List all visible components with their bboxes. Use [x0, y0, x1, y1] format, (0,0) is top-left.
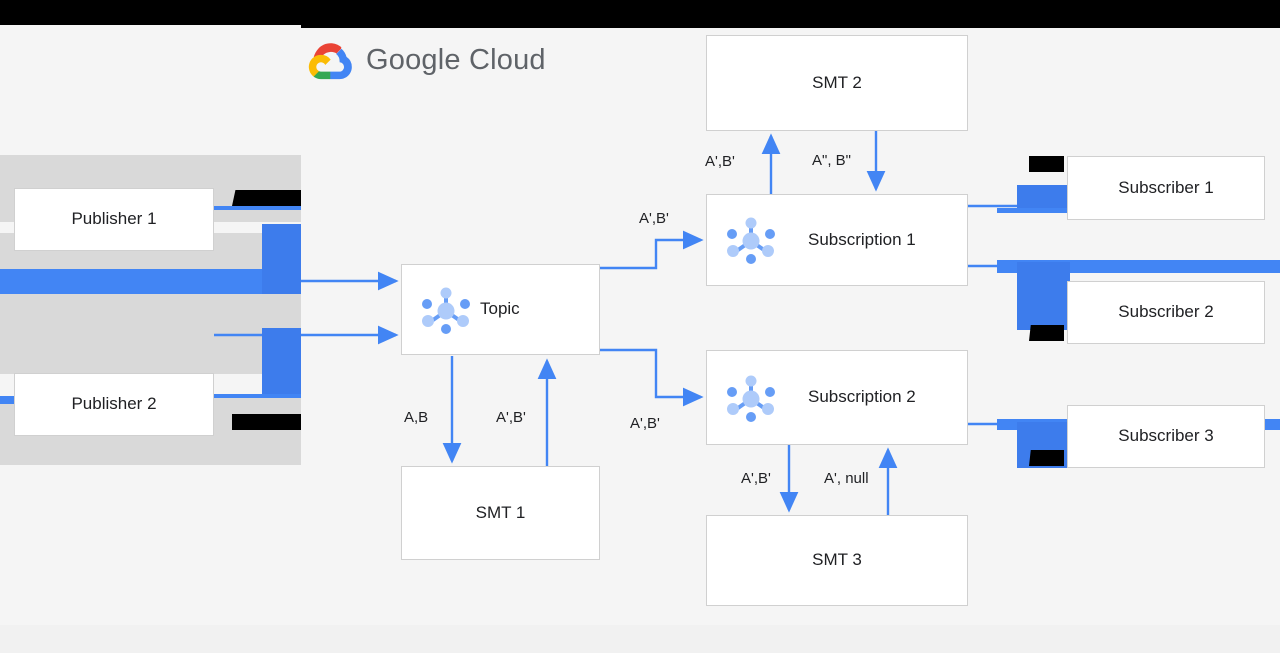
occluder-blue-block-sub2 — [1017, 262, 1070, 330]
google-cloud-logo-icon — [308, 43, 352, 80]
edge-label-topic-subscription2: A',B' — [630, 415, 660, 432]
redaction-bar-pub2 — [232, 414, 301, 430]
node-topic[interactable]: Topic — [401, 264, 600, 355]
brand-word-cloud: Cloud — [468, 43, 546, 76]
edge-label-smt1-topic: A',B' — [496, 409, 526, 426]
brand-word-google: Google — [366, 43, 461, 76]
redaction-bar-sub2 — [1029, 325, 1064, 341]
node-smt-1[interactable]: SMT 1 — [401, 466, 600, 560]
redaction-bar-pub1 — [232, 190, 301, 206]
node-subscription-1-label: Subscription 1 — [808, 229, 916, 249]
occluder-blue-line-sub1 — [997, 208, 1070, 213]
edge-topic-subscription2 — [600, 348, 704, 407]
node-publisher-1-label: Publisher 1 — [71, 209, 157, 229]
edge-label-subscription2-smt3: A',B' — [741, 470, 771, 487]
edge-label-smt3-subscription2: A', null — [824, 470, 869, 487]
node-subscriber-2[interactable]: Subscriber 2 — [1067, 281, 1265, 344]
occluder-blue-stub-left — [0, 396, 14, 404]
node-smt-3[interactable]: SMT 3 — [706, 515, 968, 606]
google-cloud-wordmark: Google Cloud — [366, 44, 546, 77]
edge-label-topic-subscription1: A',B' — [639, 210, 669, 227]
node-subscription-2-label: Subscription 2 — [808, 387, 916, 407]
canvas-footer-strip — [0, 625, 1280, 653]
node-publisher-2-label: Publisher 2 — [71, 394, 157, 414]
node-subscriber-1-label: Subscriber 1 — [1118, 177, 1214, 197]
node-subscriber-1[interactable]: Subscriber 1 — [1067, 156, 1265, 220]
edge-topic-subscription1 — [600, 230, 704, 270]
node-subscriber-3[interactable]: Subscriber 3 — [1067, 405, 1265, 468]
node-smt-1-label: SMT 1 — [475, 502, 526, 522]
top-black-bar-right — [301, 0, 1280, 28]
occluder-blue-line-pub2 — [214, 394, 301, 398]
occluder-blue-bar-left-upper — [0, 269, 262, 294]
node-subscriber-2-label: Subscriber 2 — [1118, 302, 1214, 322]
node-publisher-2[interactable]: Publisher 2 — [14, 373, 214, 436]
pubsub-hub-icon — [727, 375, 775, 422]
node-subscriber-3-label: Subscriber 3 — [1118, 426, 1214, 446]
edge-label-smt2-subscription1: A", B" — [812, 152, 851, 169]
pubsub-hub-icon — [422, 287, 470, 334]
top-black-bar-left — [0, 0, 301, 25]
node-smt-3-label: SMT 3 — [812, 550, 862, 570]
redaction-bar-sub1 — [1029, 156, 1064, 172]
node-subscription-2[interactable]: Subscription 2 — [706, 350, 968, 445]
redaction-bar-sub3 — [1029, 450, 1064, 466]
node-smt-2[interactable]: SMT 2 — [706, 35, 968, 131]
pubsub-hub-icon — [727, 217, 775, 264]
node-topic-label: Topic — [480, 299, 520, 319]
edge-label-subscription1-smt2: A',B' — [705, 153, 735, 170]
node-subscription-1[interactable]: Subscription 1 — [706, 194, 968, 286]
occluder-blue-line-pub1 — [214, 206, 301, 210]
occluder-blue-block-left-lower — [262, 328, 301, 398]
occluder-blue-block-left-upper — [262, 224, 301, 294]
node-smt-2-label: SMT 2 — [812, 72, 862, 92]
node-publisher-1[interactable]: Publisher 1 — [14, 188, 214, 251]
google-cloud-logo: Google Cloud — [308, 40, 546, 80]
edge-label-topic-smt1: A,B — [404, 409, 429, 426]
